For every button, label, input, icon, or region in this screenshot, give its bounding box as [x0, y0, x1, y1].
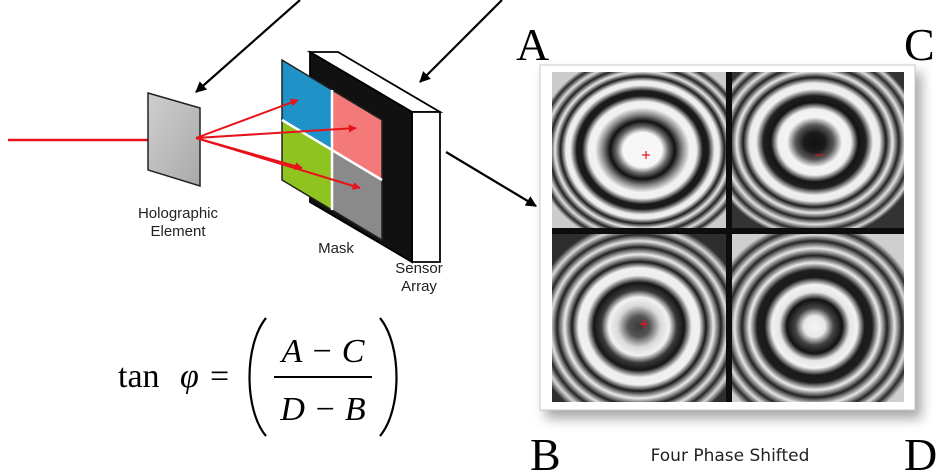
fringe-divider-horizontal: [552, 228, 904, 234]
mask: [281, 58, 383, 242]
holographic-label-line2: Element: [150, 223, 206, 240]
image-caption: Four Phase Shifted: [651, 446, 810, 466]
arrow-sensor-to-image: [445, 151, 537, 207]
center-marker-a: [642, 151, 650, 159]
beam-to-pink: [195, 124, 357, 139]
fringe-quadrant-b: [552, 234, 726, 402]
top-arrow-to-holographic: [195, 0, 301, 93]
formula-numerator: A − C: [280, 333, 365, 370]
top-arrow-to-sensor: [419, 0, 503, 83]
sensor-label-line2: Array: [401, 278, 437, 295]
formula-left-paren: [248, 317, 267, 437]
fringe-quadrant-d: [732, 234, 904, 402]
quadrant-letter-a: A: [516, 19, 549, 70]
formula-phi: φ: [180, 358, 199, 395]
fringe-quadrant-a: [552, 72, 726, 228]
formula-equals: =: [210, 358, 229, 395]
holographic-element: [147, 92, 201, 188]
formula-right-paren: [379, 317, 398, 437]
beam-to-blue: [195, 98, 299, 139]
sensor-label-line1: Sensor: [395, 260, 443, 277]
quadrant-letter-b: B: [530, 429, 561, 473]
beam-to-gray: [195, 137, 361, 190]
holographic-label-line1: Holographic: [138, 205, 219, 222]
quadrant-letter-d: D: [904, 429, 937, 473]
fringe-divider-vertical: [726, 72, 732, 402]
fringe-image: [539, 64, 916, 411]
fringe-quadrant-c: [732, 72, 904, 228]
mask-label: Mask: [318, 240, 354, 257]
center-marker-b: [640, 320, 648, 328]
formula-tan: tan: [118, 358, 160, 395]
formula-denominator: D − B: [279, 391, 365, 428]
quadrant-letter-c: C: [904, 19, 935, 70]
phase-formula: tan φ = A − C D − B: [118, 317, 398, 437]
